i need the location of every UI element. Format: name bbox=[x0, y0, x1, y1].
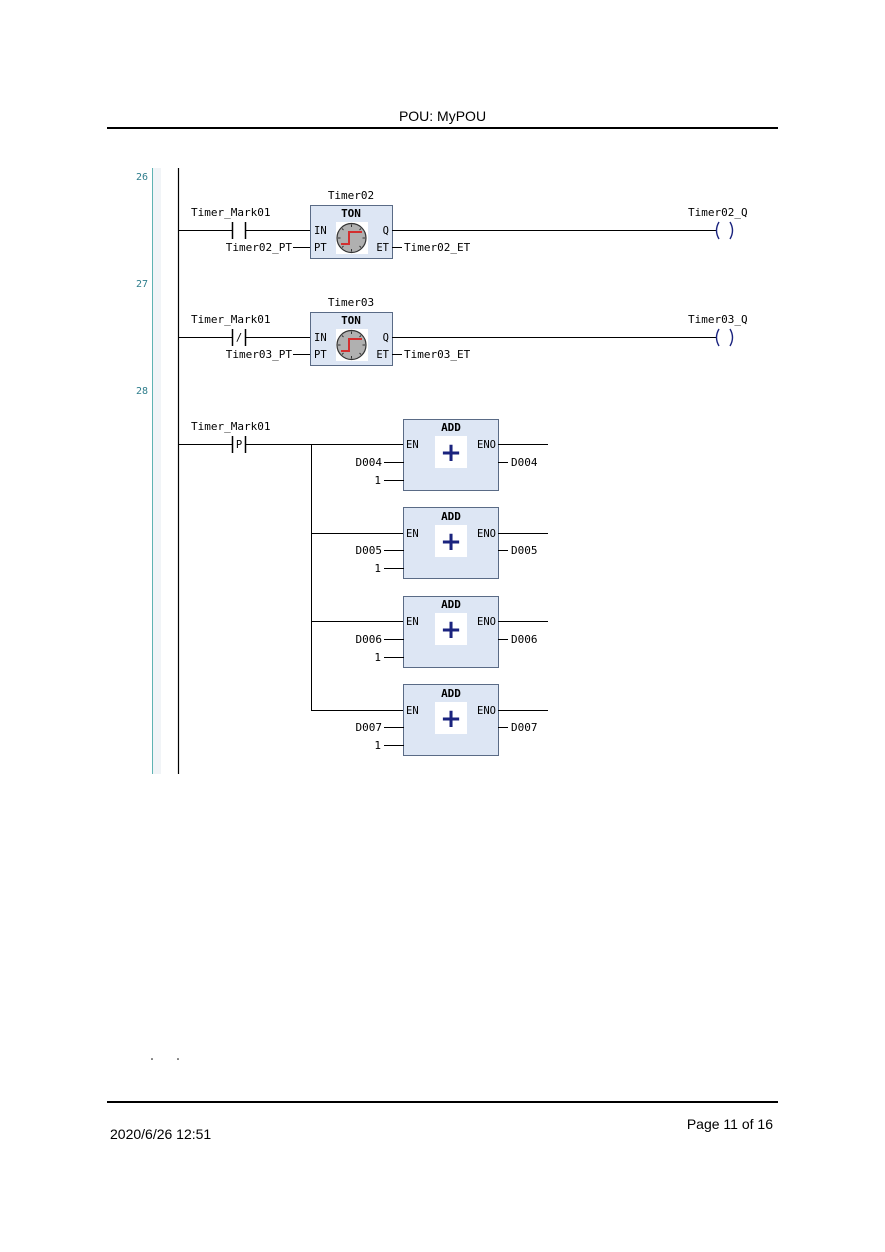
add-input-1: D005 bbox=[356, 544, 383, 557]
contact-label: Timer_Mark01 bbox=[191, 420, 270, 433]
contact-symbol: P bbox=[236, 439, 242, 451]
fb-name: ADD bbox=[441, 598, 461, 611]
add-input-1: D006 bbox=[356, 633, 383, 646]
timer-et-pin: ET bbox=[376, 349, 389, 361]
contact-label: Timer_Mark01 bbox=[191, 206, 270, 219]
print-timestamp: 2020/6/26 12:51 bbox=[110, 1126, 212, 1142]
rung-28[interactable]: 28 Timer_Mark01 P ADD EN ENO + D004 1 D0… bbox=[136, 386, 548, 756]
page-header-title: POU: MyPOU bbox=[398, 108, 487, 124]
add-input-1: D007 bbox=[356, 721, 383, 734]
stray-dot bbox=[151, 1058, 153, 1060]
rung-27[interactable]: 27 Timer_Mark01 / Timer03 TON IN PT Q ET bbox=[136, 279, 748, 366]
add-input-2: 1 bbox=[374, 474, 381, 487]
positive-edge-contact[interactable]: P bbox=[231, 436, 247, 453]
add-block-d006[interactable]: ADD EN ENO + bbox=[403, 596, 499, 668]
plus-icon: + bbox=[440, 704, 462, 734]
timer-et-variable: Timer02_ET bbox=[404, 241, 471, 254]
add-icon-background bbox=[435, 525, 467, 557]
timer-q-pin: Q bbox=[383, 225, 389, 237]
add-output: D007 bbox=[511, 721, 538, 734]
add-input-2: 1 bbox=[374, 651, 381, 664]
en-pin: EN bbox=[406, 439, 419, 451]
add-input-2: 1 bbox=[374, 562, 381, 575]
add-input-1: D004 bbox=[356, 456, 383, 469]
plus-icon: + bbox=[440, 527, 462, 557]
add-icon-background bbox=[435, 702, 467, 734]
output-coil[interactable] bbox=[715, 221, 734, 240]
en-pin: EN bbox=[406, 616, 419, 628]
fb-name: ADD bbox=[441, 421, 461, 434]
timer-in-pin: IN bbox=[314, 225, 327, 237]
plus-icon: + bbox=[440, 615, 462, 645]
normally-open-contact[interactable] bbox=[231, 222, 247, 239]
add-output: D005 bbox=[511, 544, 538, 557]
add-block-d004[interactable]: ADD EN ENO + bbox=[403, 419, 499, 491]
coil-label: Timer03_Q bbox=[688, 313, 748, 326]
rung-number: 28 bbox=[136, 386, 148, 397]
normally-closed-contact[interactable]: / bbox=[231, 329, 247, 346]
timer-et-variable: Timer03_ET bbox=[404, 348, 471, 361]
add-output: D006 bbox=[511, 633, 538, 646]
timer-type-label: TON bbox=[341, 207, 361, 220]
contact-symbol: / bbox=[236, 332, 242, 344]
rung-26[interactable]: 26 Timer_Mark01 Timer02 TON IN PT Q ET bbox=[136, 172, 748, 259]
timer-clock-icon bbox=[336, 329, 368, 361]
rung-number: 27 bbox=[136, 279, 148, 290]
ton-timer-block[interactable]: TON IN PT Q ET bbox=[310, 312, 393, 366]
stray-dot bbox=[177, 1058, 179, 1060]
timer-clock-icon bbox=[336, 222, 368, 254]
timer-pt-variable: Timer03_PT bbox=[226, 348, 293, 361]
timer-q-pin: Q bbox=[383, 332, 389, 344]
add-block-d007[interactable]: ADD EN ENO + bbox=[403, 684, 499, 756]
contact-label: Timer_Mark01 bbox=[191, 313, 270, 326]
timer-in-pin: IN bbox=[314, 332, 327, 344]
footer-rule bbox=[107, 1101, 778, 1103]
output-coil[interactable] bbox=[715, 328, 734, 347]
rung-number: 26 bbox=[136, 172, 148, 183]
fb-name: ADD bbox=[441, 510, 461, 523]
eno-pin: ENO bbox=[477, 528, 496, 540]
plus-icon: + bbox=[440, 438, 462, 468]
page-number: Page 11 of 16 bbox=[686, 1116, 773, 1132]
header-rule bbox=[107, 127, 778, 129]
add-output: D004 bbox=[511, 456, 538, 469]
ton-timer-block[interactable]: TON IN PT Q ET bbox=[310, 205, 393, 259]
line-number-gutter bbox=[152, 168, 161, 774]
timer-type-label: TON bbox=[341, 314, 361, 327]
eno-pin: ENO bbox=[477, 616, 496, 628]
add-input-2: 1 bbox=[374, 739, 381, 752]
add-icon-background bbox=[435, 613, 467, 645]
timer-pt-pin: PT bbox=[314, 242, 327, 254]
timer-pt-pin: PT bbox=[314, 349, 327, 361]
en-pin: EN bbox=[406, 528, 419, 540]
coil-label: Timer02_Q bbox=[688, 206, 748, 219]
eno-pin: ENO bbox=[477, 705, 496, 717]
timer-et-pin: ET bbox=[376, 242, 389, 254]
eno-pin: ENO bbox=[477, 439, 496, 451]
add-block-d005[interactable]: ADD EN ENO + bbox=[403, 507, 499, 579]
timer-instance-name: Timer02 bbox=[328, 189, 374, 202]
fb-name: ADD bbox=[441, 687, 461, 700]
timer-instance-name: Timer03 bbox=[328, 296, 374, 309]
timer-pt-variable: Timer02_PT bbox=[226, 241, 293, 254]
en-pin: EN bbox=[406, 705, 419, 717]
add-icon-background bbox=[435, 436, 467, 468]
